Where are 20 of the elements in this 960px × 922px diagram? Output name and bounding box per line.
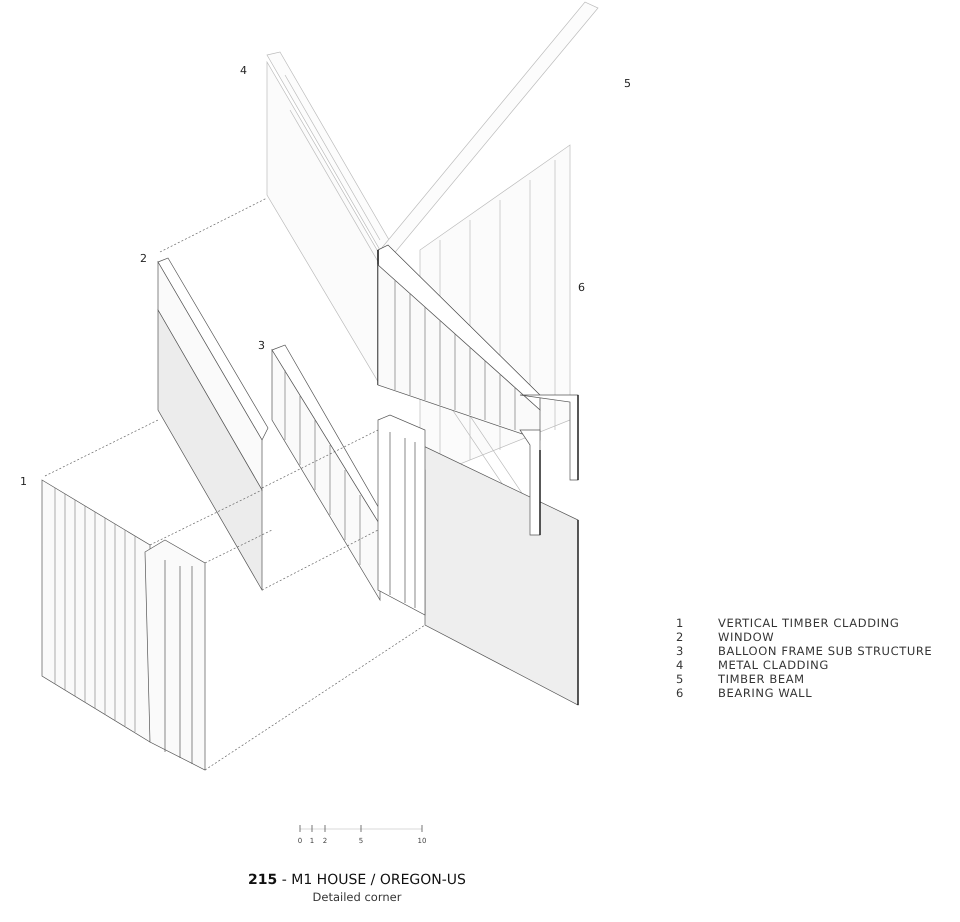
legend-number: 4: [676, 659, 684, 672]
callout-number: 1: [20, 475, 27, 488]
callout-number: 3: [258, 339, 265, 352]
callout-number: 6: [578, 281, 585, 294]
legend-number: 5: [676, 673, 684, 686]
legend-number: 1: [676, 617, 684, 630]
callout-number: 2: [140, 252, 147, 265]
legend-text: BALLOON FRAME SUB STRUCTURE: [718, 645, 932, 658]
legend-number: 2: [676, 631, 684, 644]
legend-number: 3: [676, 645, 684, 658]
legend-text: WINDOW: [718, 631, 774, 644]
legend-text: BEARING WALL: [718, 687, 812, 700]
legend-text: TIMBER BEAM: [718, 673, 805, 686]
title: 215 - M1 HOUSE / OREGON-US: [248, 872, 466, 888]
caption: Detailed corner: [312, 890, 402, 904]
callout-number: 5: [624, 77, 631, 90]
legend-text: METAL CLADDING: [718, 659, 829, 672]
legend-text: VERTICAL TIMBER CLADDING: [718, 617, 900, 630]
callout-number: 4: [240, 64, 247, 77]
legend-number: 6: [676, 687, 684, 700]
